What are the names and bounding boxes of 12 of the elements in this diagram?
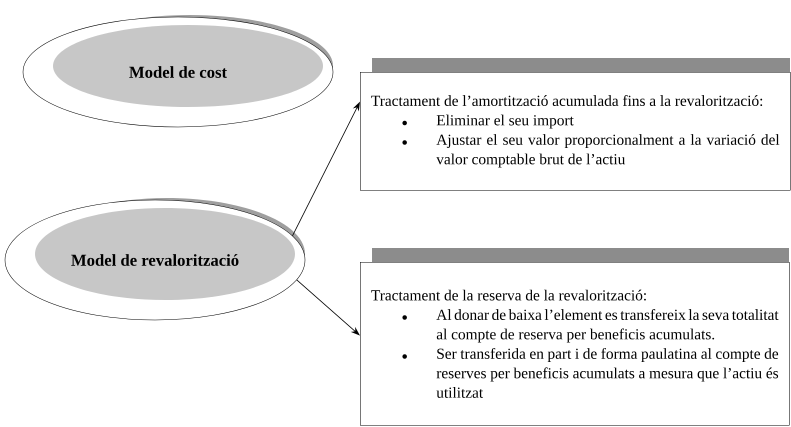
node-label: Model de cost bbox=[129, 66, 228, 78]
node-label: Model de revalorització bbox=[71, 254, 238, 266]
ellipse-node: Model de revalorització bbox=[4, 198, 306, 320]
ellipse-node: Model de cost bbox=[22, 15, 334, 128]
bullet-text: Ajustar el seu valor proporcionalment a la variació del valor comptable brut de l’actiu bbox=[402, 134, 780, 168]
bullet-text: Ser transferida en part i de forma paulatina al compte de reserves per beneficis acumulats a mesura que l’actiu és utilitzat bbox=[402, 348, 778, 398]
bullet-text: Eliminar el seu import bbox=[402, 114, 574, 129]
text-box bbox=[360, 58, 791, 191]
text-box bbox=[360, 248, 790, 426]
box-heading: Tractament de l’amortització acumulada fins a la revalorització: bbox=[371, 95, 762, 106]
box-heading: Tractament de la reserva de la revalorització: bbox=[371, 290, 646, 301]
bullet-text: Al donar de baixa l’element es transfereix la seva totalitat al compte de reserva per beneficis acumulats. bbox=[402, 309, 779, 343]
